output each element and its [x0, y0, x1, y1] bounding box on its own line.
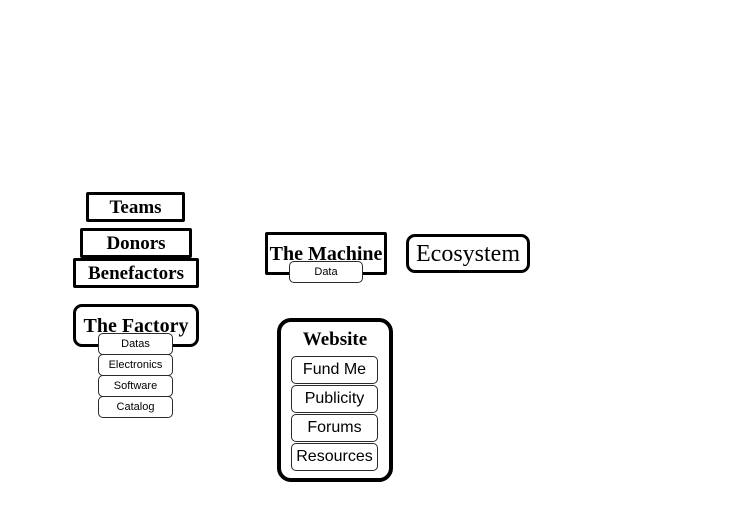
node-donors-label: Donors [106, 232, 166, 254]
chip-electronics-label: Electronics [108, 358, 163, 371]
chip-forums[interactable]: Forums [291, 414, 378, 442]
chip-electronics[interactable]: Electronics [98, 354, 173, 376]
node-ecosystem-label: Ecosystem [416, 240, 520, 267]
chip-datas[interactable]: Datas [98, 333, 173, 355]
node-benefactors-label: Benefactors [87, 262, 185, 284]
chip-resources-label: Resources [296, 448, 373, 465]
chip-publicity[interactable]: Publicity [291, 385, 378, 413]
chip-data-label: Data [314, 265, 338, 278]
chip-fund-me[interactable]: Fund Me [291, 356, 378, 384]
chip-publicity-label: Publicity [304, 390, 365, 407]
node-teams-label: Teams [109, 196, 162, 218]
node-the-machine-label: The Machine [269, 242, 383, 265]
chip-software-label: Software [113, 379, 158, 392]
node-benefactors[interactable]: Benefactors [73, 258, 199, 288]
node-teams[interactable]: Teams [86, 192, 185, 222]
chip-software[interactable]: Software [98, 375, 173, 397]
node-the-factory-label: The Factory [83, 314, 189, 337]
chip-catalog[interactable]: Catalog [98, 396, 173, 418]
chip-resources[interactable]: Resources [291, 443, 378, 471]
node-donors[interactable]: Donors [80, 228, 192, 258]
chip-datas-label: Datas [121, 337, 150, 350]
chip-data[interactable]: Data [289, 261, 363, 283]
node-ecosystem[interactable]: Ecosystem [406, 234, 530, 273]
group-website-title: Website [302, 329, 368, 350]
chip-catalog-label: Catalog [116, 400, 155, 413]
chip-forums-label: Forums [307, 419, 362, 436]
chip-fund-me-label: Fund Me [302, 361, 367, 378]
